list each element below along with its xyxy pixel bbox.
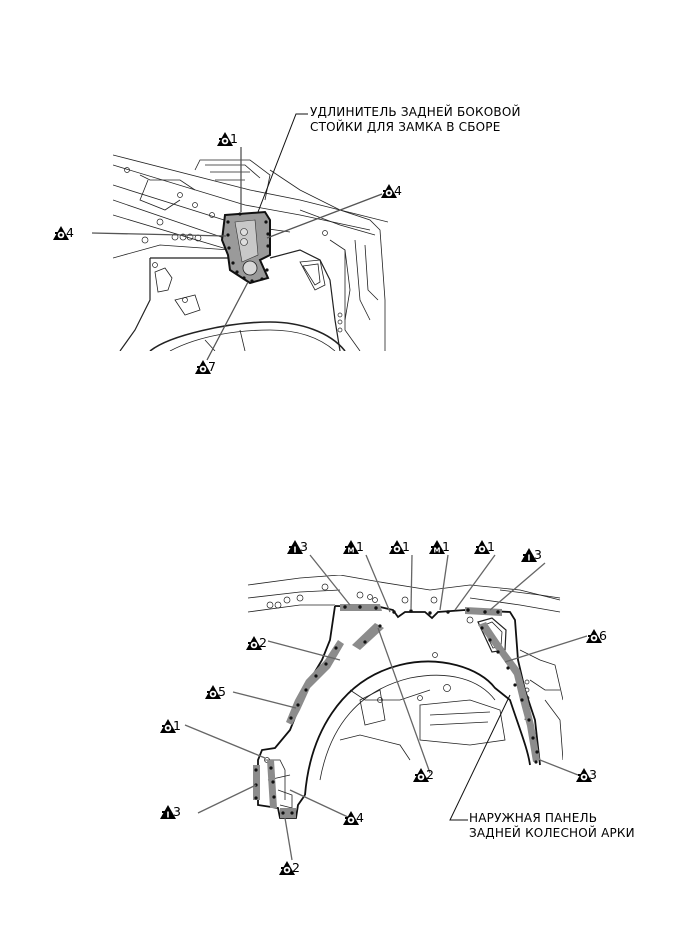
highlighted-seams-bottom (253, 604, 540, 818)
spot-weld-icon (576, 768, 592, 782)
spot-weld-icon (195, 360, 211, 374)
weld-label-b14: 4 (343, 811, 364, 825)
weld-label-t2: 4 (53, 226, 74, 240)
svg-text:I: I (167, 811, 170, 820)
weld-label-b1: I 3 (287, 540, 308, 554)
weld-label-b5: 1 (474, 540, 495, 554)
weld-label-b2: M 1 (343, 540, 364, 554)
weld-count: 1 (230, 131, 238, 146)
mig-weld-icon: M (343, 540, 359, 554)
weld-label-t1: 1 (217, 132, 238, 146)
weld-label-b4: M 1 (429, 540, 450, 554)
weld-count: 2 (292, 860, 300, 875)
weld-label-b10: 1 (160, 719, 181, 733)
weld-count: 5 (218, 684, 226, 699)
weld-label-b6: I 3 (521, 548, 542, 562)
weld-label-b11: 2 (413, 768, 434, 782)
caption-line-1: УДЛИНИТЕЛЬ ЗАДНЕЙ БОКОВОЙ (310, 105, 521, 119)
mig-weld-icon: M (429, 540, 445, 554)
weld-count: 2 (426, 767, 434, 782)
weld-label-b8: 6 (586, 629, 607, 643)
caption-wheel-arch-panel: НАРУЖНАЯ ПАНЕЛЬ ЗАДНЕЙ КОЛЕСНОЙ АРКИ (469, 811, 635, 841)
weld-count: 4 (66, 225, 74, 240)
svg-text:I: I (294, 546, 297, 555)
top-leader-lines (91, 147, 383, 361)
spot-weld-icon (279, 861, 295, 875)
weld-label-b12: 3 (576, 768, 597, 782)
weld-count: 3 (589, 767, 597, 782)
weld-count: 1 (173, 718, 181, 733)
spot-weld-icon (205, 685, 221, 699)
spot-weld-icon (343, 811, 359, 825)
weld-count: 4 (356, 810, 364, 825)
weld-count: 6 (599, 628, 607, 643)
brazing-icon: I (521, 548, 537, 562)
bottom-diagram-body (247, 575, 563, 819)
spot-weld-icon (381, 184, 397, 198)
weld-points-bottom (254, 605, 539, 815)
weld-count: 1 (356, 539, 364, 554)
weld-label-b9: 5 (205, 685, 226, 699)
spot-weld-icon (474, 540, 490, 554)
svg-text:I: I (528, 554, 531, 563)
weld-label-b7: 2 (246, 636, 267, 650)
weld-count: 7 (208, 359, 216, 374)
spot-weld-icon (160, 719, 176, 733)
weld-count: 1 (487, 539, 495, 554)
caption-line-1: НАРУЖНАЯ ПАНЕЛЬ (469, 811, 598, 825)
weld-label-t4: 7 (195, 360, 216, 374)
weld-count: 1 (442, 539, 450, 554)
brazing-icon: I (287, 540, 303, 554)
weld-label-t3: 4 (381, 184, 402, 198)
weld-label-b3: 1 (389, 540, 410, 554)
bottom-leader-lines (184, 554, 588, 861)
spot-weld-icon (217, 132, 233, 146)
spot-weld-icon (246, 636, 262, 650)
svg-text:M: M (434, 547, 441, 555)
highlighted-part-top (220, 210, 271, 285)
weld-label-b13: I 3 (160, 805, 181, 819)
top-caption-leader (257, 113, 308, 213)
weld-count: 3 (173, 804, 181, 819)
bottom-caption-leader (449, 694, 511, 821)
spot-weld-icon (389, 540, 405, 554)
caption-lock-pillar-extension: УДЛИНИТЕЛЬ ЗАДНЕЙ БОКОВОЙ СТОЙКИ ДЛЯ ЗАМ… (310, 105, 521, 135)
weld-count: 4 (394, 183, 402, 198)
spot-weld-icon (413, 768, 429, 782)
weld-label-b15: 2 (279, 861, 300, 875)
top-diagram-body (113, 154, 388, 351)
weld-count: 2 (259, 635, 267, 650)
svg-text:M: M (348, 547, 355, 555)
weld-count: 1 (402, 539, 410, 554)
spot-weld-icon (53, 226, 69, 240)
caption-line-2: СТОЙКИ ДЛЯ ЗАМКА В СБОРЕ (310, 120, 501, 134)
weld-count: 3 (534, 547, 542, 562)
caption-line-2: ЗАДНЕЙ КОЛЕСНОЙ АРКИ (469, 826, 635, 840)
weld-count: 3 (300, 539, 308, 554)
spot-weld-icon (586, 629, 602, 643)
brazing-icon: I (160, 805, 176, 819)
